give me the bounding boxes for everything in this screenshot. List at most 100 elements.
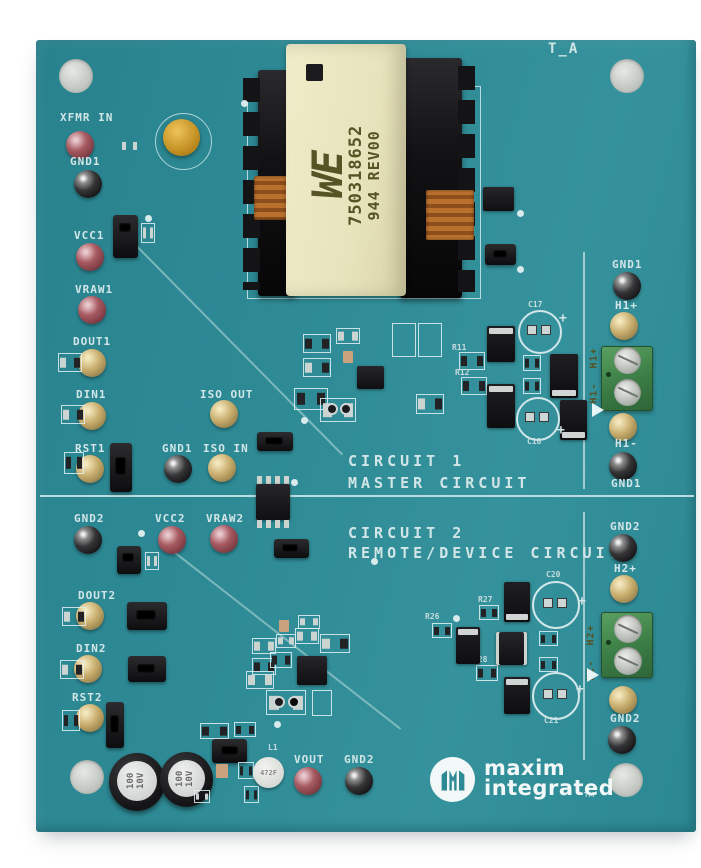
jumper-iso	[257, 432, 293, 451]
pin1-triangle-marker	[592, 403, 604, 417]
maxim-m-glyph	[441, 769, 464, 790]
test-point-vcc2	[158, 526, 186, 554]
through-hole	[326, 403, 338, 415]
terminal-hole	[606, 372, 611, 377]
refdes-label: R12	[455, 368, 470, 377]
dfn-ic	[496, 632, 527, 665]
smd-footprint	[539, 631, 558, 646]
smd-footprint	[200, 723, 229, 739]
test-point-label: VCC1	[74, 229, 105, 242]
test-point-vout	[294, 767, 322, 795]
jumper-rst2	[106, 702, 124, 748]
test-point-gnd2	[608, 726, 636, 754]
polarity-plus: +	[559, 311, 568, 326]
pad	[557, 689, 567, 699]
test-point-h2-plus	[610, 575, 638, 603]
terminal-screw	[614, 647, 642, 675]
test-point-vraw1	[78, 296, 106, 324]
diode	[487, 384, 515, 428]
refdes-label: C21	[544, 716, 559, 725]
capacitor-silk-circle	[155, 113, 212, 170]
pad	[539, 412, 549, 422]
diode	[487, 326, 515, 362]
test-point-label: GND1	[612, 258, 643, 271]
smd-footprint	[62, 710, 80, 731]
test-point-label: DOUT2	[78, 589, 117, 602]
test-point-label: GND1	[611, 477, 642, 490]
test-point-label: GND1	[70, 155, 101, 168]
test-point-gnd2	[74, 526, 102, 554]
through-hole-footprint	[320, 398, 356, 422]
capacitor-marking: 100 10V	[126, 772, 146, 790]
smd-footprint	[295, 628, 319, 644]
section-title-circuit1: CIRCUIT 1	[348, 452, 466, 470]
smd-footprint	[523, 355, 541, 371]
disc-capacitor	[163, 119, 200, 156]
smd-capacitor	[343, 351, 353, 363]
smd-footprint	[61, 405, 85, 424]
diode	[560, 400, 587, 440]
transformer-core-right	[400, 58, 462, 298]
smd-footprint	[62, 607, 86, 626]
pad	[543, 689, 553, 699]
section-subtitle-circuit1: MASTER CIRCUIT	[348, 474, 531, 492]
test-point-iso-out	[210, 400, 238, 428]
refdes-label: R28	[473, 655, 488, 664]
transformer-core-left-fins	[243, 78, 260, 290]
test-point-iso-in	[208, 454, 236, 482]
smd-capacitor	[216, 764, 228, 778]
test-point-label: ISO OUT	[200, 388, 254, 401]
capacitor-marking: 100 10V	[175, 770, 196, 787]
inductor-marking: 472F	[260, 768, 277, 777]
test-point-h2-minus	[609, 686, 637, 714]
test-point-label: H2+	[614, 562, 637, 575]
smd-capacitor	[279, 620, 289, 632]
smd-footprint	[121, 139, 138, 152]
terminal-screw	[614, 347, 641, 374]
soic-pins-bottom	[257, 520, 290, 528]
smd-footprint	[58, 353, 82, 372]
test-point-label: H1+	[615, 299, 638, 312]
smd-footprint	[476, 665, 498, 681]
jumper-din2	[128, 656, 166, 682]
sot-transistor	[483, 187, 514, 211]
terminal-screw	[614, 615, 642, 643]
via-dot	[274, 721, 281, 728]
soic-pins-top	[257, 476, 290, 484]
refdes-label: R26	[425, 612, 440, 621]
smd-footprint	[392, 323, 416, 357]
diode	[504, 582, 530, 622]
smd-footprint	[244, 786, 259, 803]
smd-footprint	[141, 223, 155, 243]
smd-footprint	[145, 552, 159, 570]
electrolytic-footprint	[518, 310, 562, 354]
test-point-gnd1	[609, 452, 637, 480]
test-point-label: H1-	[615, 437, 638, 450]
test-point-label: DOUT1	[73, 335, 112, 348]
refdes-label: C17	[528, 300, 543, 309]
through-hole	[340, 403, 352, 415]
test-point-h1-minus	[609, 413, 637, 441]
smd-footprint	[298, 615, 320, 629]
via-dot	[138, 530, 145, 537]
refdes-label: L1	[268, 743, 278, 752]
test-point-label: VRAW2	[206, 512, 245, 525]
brand-trademark: TM	[584, 791, 595, 799]
smd-footprint	[312, 690, 332, 716]
transformer-rev-code: 944 REV00	[365, 129, 384, 221]
via-dot	[371, 558, 378, 565]
refdes-label: R27	[478, 595, 493, 604]
qfn-ic-circuit1	[357, 366, 384, 389]
isolator-soic-ic	[256, 484, 290, 520]
through-hole	[273, 696, 285, 708]
pad	[543, 598, 553, 608]
smd-footprint	[276, 634, 296, 648]
test-point-label: GND1	[162, 442, 193, 455]
test-point-label: GND2	[74, 512, 105, 525]
polarity-plus: +	[557, 423, 566, 438]
silk-boundary-line	[583, 512, 585, 760]
smd-footprint	[64, 452, 84, 474]
jumper-shunt	[212, 739, 247, 763]
via-dot	[291, 479, 298, 486]
